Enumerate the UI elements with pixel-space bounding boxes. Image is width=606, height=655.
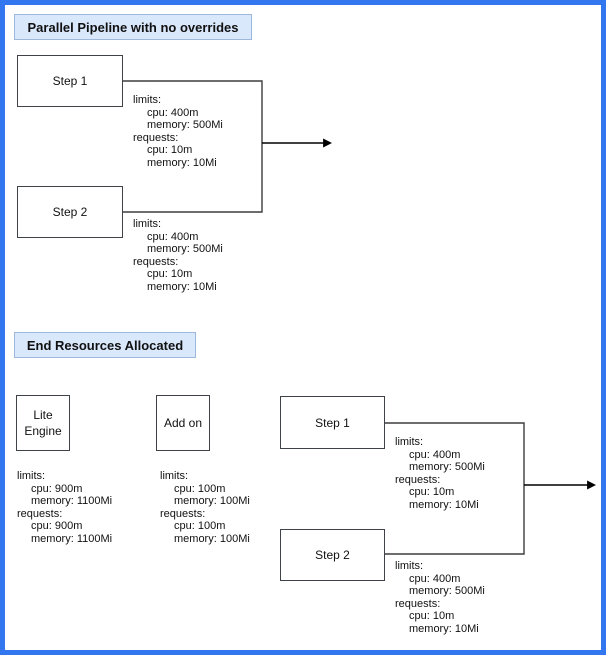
node-lite-engine: Lite Engine (16, 395, 70, 451)
resource-line: requests: (395, 473, 441, 486)
resource-line: requests: (160, 507, 206, 520)
section-title-pipeline: Parallel Pipeline with no overrides (14, 14, 252, 40)
resource-line: cpu: 900m (31, 482, 83, 495)
resource-line: requests: (17, 507, 63, 520)
node-pipeline-step1-label: Step 1 (52, 74, 88, 88)
resource-line: memory: 1100Mi (31, 495, 113, 508)
resource-line: cpu: 100m (174, 520, 226, 533)
resource-line: memory: 500Mi (147, 119, 223, 132)
node-add-on: Add on (156, 395, 210, 451)
resources-pipeline-step2: limits: cpu: 400m memory: 500Mi requests… (133, 218, 223, 294)
resource-line: requests: (133, 255, 179, 268)
resource-line: memory: 500Mi (409, 461, 485, 474)
node-end-step1-label: Step 1 (315, 415, 350, 430)
node-end-step2-label: Step 2 (315, 548, 350, 562)
node-add-on-label: Add on (163, 416, 203, 430)
resource-line: limits: (395, 436, 424, 448)
node-end-step2: Step 2 (280, 529, 385, 581)
resource-line: memory: 10Mi (409, 622, 479, 635)
resource-line: limits: (160, 470, 189, 482)
resource-line: cpu: 400m (147, 230, 199, 243)
node-lite-engine-label-line1: Lite (33, 408, 53, 422)
section-title-end-resources: End Resources Allocated (14, 332, 196, 358)
resource-line: cpu: 10m (409, 610, 455, 623)
resource-line: cpu: 10m (147, 268, 193, 281)
resources-end-step2: limits: cpu: 400m memory: 500Mi requests… (395, 560, 485, 636)
resource-line: memory: 500Mi (147, 243, 223, 256)
resource-line: requests: (395, 597, 441, 610)
resource-line: memory: 10Mi (147, 280, 217, 293)
resource-line: limits: (133, 218, 162, 230)
resource-line: memory: 1100Mi (31, 532, 113, 545)
node-pipeline-step1: Step 1 (17, 55, 123, 107)
node-pipeline-step2: Step 2 (17, 186, 123, 238)
resource-line: cpu: 400m (409, 572, 461, 585)
node-lite-engine-label-line2: Engine (24, 424, 62, 438)
resource-line: cpu: 900m (31, 520, 83, 533)
resource-line: requests: (133, 131, 179, 144)
resource-line: cpu: 10m (409, 486, 455, 499)
resource-line: cpu: 10m (147, 144, 193, 157)
node-end-step1: Step 1 (280, 396, 385, 449)
resource-line: limits: (133, 94, 162, 106)
resources-pipeline-step1: limits: cpu: 400m memory: 500Mi requests… (133, 94, 223, 170)
resource-line: memory: 500Mi (409, 585, 485, 598)
connector-pipeline-bracket (123, 80, 263, 213)
resource-line: limits: (17, 470, 46, 482)
resource-line: memory: 100Mi (174, 532, 250, 545)
resources-lite-engine: limits: cpu: 900m memory: 1100Mi request… (17, 470, 112, 546)
resource-line: memory: 10Mi (409, 498, 479, 511)
connector-end-bracket (385, 422, 525, 555)
resource-line: memory: 100Mi (174, 495, 250, 508)
resource-line: limits: (395, 560, 424, 572)
resource-line: memory: 10Mi (147, 156, 217, 169)
resource-line: cpu: 100m (174, 482, 226, 495)
resources-add-on: limits: cpu: 100m memory: 100Mi requests… (160, 470, 250, 546)
resource-line: cpu: 400m (409, 448, 461, 461)
resources-end-step1: limits: cpu: 400m memory: 500Mi requests… (395, 436, 485, 512)
node-pipeline-step2-label: Step 2 (52, 205, 88, 219)
resource-line: cpu: 400m (147, 106, 199, 119)
